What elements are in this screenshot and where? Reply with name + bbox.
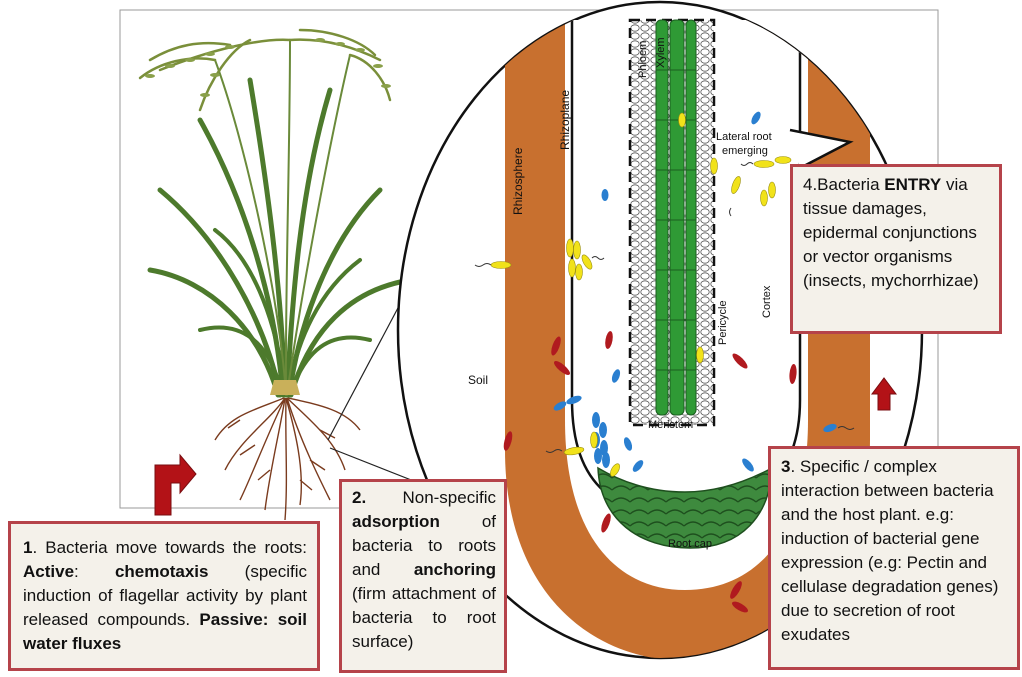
label-cortex: Cortex xyxy=(761,285,773,318)
label-phloem: Phloem xyxy=(637,41,649,78)
step-3-box: 3. Specific / complex interaction betwee… xyxy=(768,446,1020,670)
label-root-cap: Root cap xyxy=(668,538,712,550)
xylem-vessels xyxy=(656,20,696,415)
label-meristem: Meristem xyxy=(648,419,693,431)
step-2-box: 2. Non-specific adsorption of bacteria t… xyxy=(339,479,507,673)
label-rhizosphere: Rhizosphere xyxy=(511,147,525,215)
label-xylem: Xylem xyxy=(655,37,667,68)
label-lateral-emerging: emerging xyxy=(722,145,768,157)
label-lateral-root: Lateral root xyxy=(716,131,772,143)
label-soil: Soil xyxy=(468,373,488,387)
label-pericycle: Pericycle xyxy=(717,300,729,345)
step-2-number: 2. xyxy=(352,488,366,507)
label-rhizoplane: Rhizoplane xyxy=(558,90,572,150)
step-1-box: 1. Bacteria move towards the roots: Acti… xyxy=(8,521,320,671)
step-4-box: 4.Bacteria ENTRY via tissue damages, epi… xyxy=(790,164,1002,334)
